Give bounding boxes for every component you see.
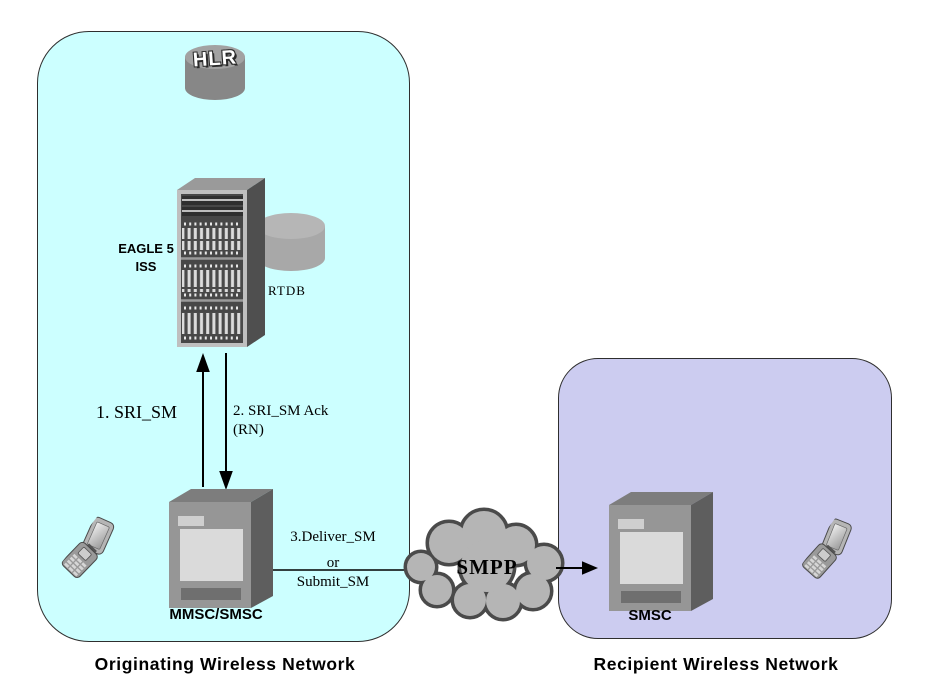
hlr-database-icon (185, 45, 245, 100)
originating-phone-icon (58, 512, 122, 582)
message-2-line1: 2. SRI_SM Ack (233, 403, 329, 419)
mmsc-smsc-server-icon (169, 489, 273, 608)
message-3-submit-sm: Submit_SM (296, 574, 370, 590)
originating-network-caption: Originating Wireless Network (94, 654, 356, 674)
smpp-cloud-icon (403, 507, 565, 622)
message-2-sri-sm-ack: 2. SRI_SM Ack (RN) (233, 402, 328, 440)
rtdb-database-icon (257, 213, 325, 271)
smpp-cloud-label: SMPP (456, 555, 518, 579)
message-3-deliver-sm: 3.Deliver_SM (290, 529, 376, 545)
cloud-to-smsc-arrow (556, 561, 598, 575)
eagle5-iss-label: EAGLE 5 ISS (108, 240, 184, 276)
recipient-network-caption: Recipient Wireless Network (593, 654, 839, 674)
recipient-phone-icon (798, 514, 859, 583)
smsc-server-icon (609, 492, 713, 611)
eagle5-iss-server-icon (177, 178, 265, 347)
rtdb-label: RTDB (268, 283, 306, 298)
hlr-label: HLR (192, 46, 238, 72)
sri-sm-up-arrow (196, 353, 210, 487)
sri-sm-ack-down-arrow (219, 353, 233, 490)
eagle5-label-line1: EAGLE 5 (118, 241, 174, 256)
message-3-or: or (326, 555, 340, 571)
message-2-line2: (RN) (233, 422, 264, 438)
message-1-sri-sm: 1. SRI_SM (96, 402, 178, 422)
eagle5-label-line2: ISS (135, 259, 157, 274)
mmsc-smsc-label: MMSC/SMSC (169, 606, 263, 623)
smsc-label: SMSC (628, 607, 672, 624)
